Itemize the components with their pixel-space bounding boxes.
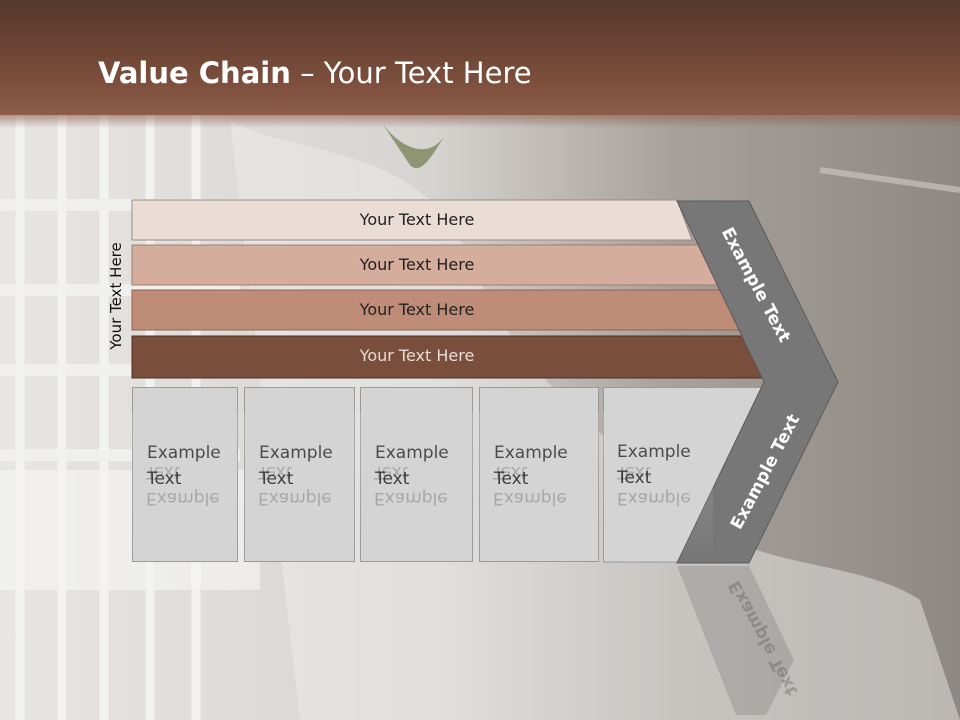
title-rest: – Your Text Here <box>290 56 532 90</box>
header-band <box>0 0 960 115</box>
box-line-2: Text <box>494 469 529 489</box>
header-fade <box>0 108 960 128</box>
box-line-1: Example <box>259 443 333 463</box>
box-line-2: Text <box>375 469 410 489</box>
title-bold: Value Chain <box>98 56 291 90</box>
chevron-reflection <box>677 566 794 715</box>
slide-title: Value Chain – Your Text Here <box>98 56 532 90</box>
value-bar-label: Your Text Here <box>359 210 475 229</box>
box-line-1: Example <box>375 443 449 463</box>
box-line-1: Example <box>617 442 691 462</box>
box-line-2: Text <box>617 468 652 488</box>
value-bar-label: Your Text Here <box>359 346 475 365</box>
chevron-arrow <box>676 200 839 564</box>
value-bar-label: Your Text Here <box>359 300 475 319</box>
box-line-2: Text <box>259 469 294 489</box>
value-bar-label: Your Text Here <box>359 255 475 274</box>
side-label: Your Text Here <box>107 242 125 350</box>
box-line-1: Example <box>147 443 221 463</box>
box-line-1: Example <box>494 443 568 463</box>
box-line-2: Text <box>147 469 182 489</box>
